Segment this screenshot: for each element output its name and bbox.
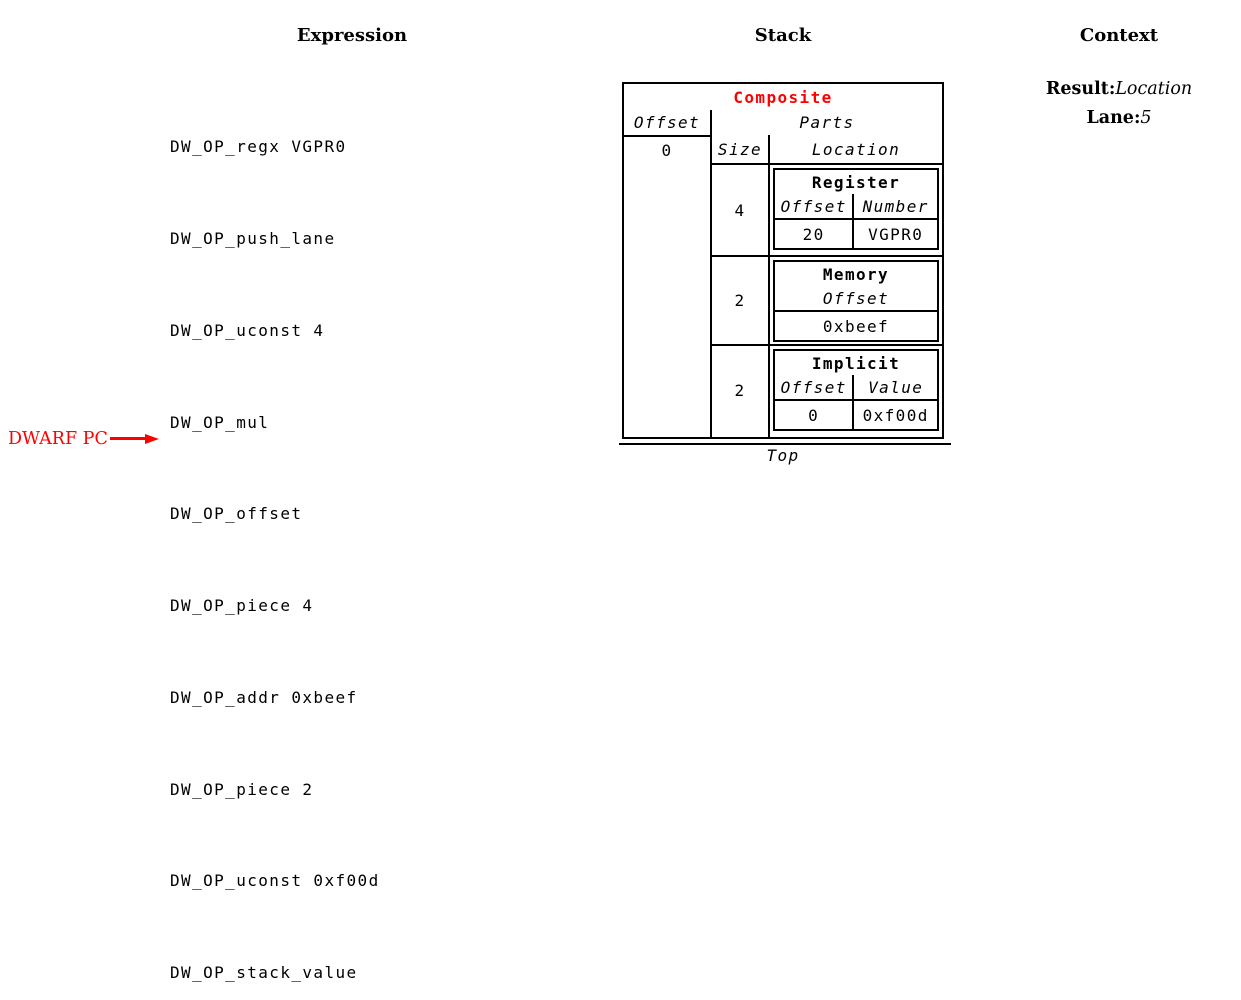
part-row-register: 4 Register Offset 20 Number VGPR0 — [712, 165, 942, 255]
memory-offset-header: Offset — [822, 288, 890, 308]
part-size-value: 2 — [734, 291, 746, 310]
offset-parts-divider — [710, 110, 712, 437]
part-row-separator — [712, 344, 942, 346]
memory-offset-value: 0xbeef — [775, 310, 937, 340]
stack-column-title: Stack — [754, 25, 812, 46]
part-size-value: 4 — [734, 200, 746, 220]
part-row-separator — [712, 255, 942, 257]
context-column-title: Context — [1079, 25, 1159, 46]
register-offset-header: Offset — [780, 196, 847, 216]
opcode-line: DW_OP_uconst 0xf00d — [170, 871, 380, 891]
dwarf-pc-arrow-icon — [144, 433, 159, 444]
register-location-table: Register Offset 20 Number VGPR0 — [773, 168, 939, 250]
opcode-line: DW_OP_uconst 4 — [170, 320, 325, 340]
stack-top-rule — [619, 443, 951, 445]
implicit-title: Implicit — [811, 353, 901, 373]
opcode-line: DW_OP_push_lane — [170, 228, 336, 248]
composite-parts-header: Parts — [799, 113, 855, 132]
register-number-value: VGPR0 — [854, 218, 937, 248]
part-row-implicit: 2 Implicit Offset 0 Value 0xf00d — [712, 346, 942, 435]
part-size-value: 2 — [734, 381, 746, 400]
register-offset-value: 20 — [775, 218, 853, 248]
parts-size-header: Size — [717, 139, 763, 159]
implicit-value-value: 0xf00d — [854, 399, 937, 429]
memory-title: Memory — [822, 264, 890, 284]
offset-header-rule — [624, 135, 710, 137]
expression-opcode-list: DW_OP_regx VGPR0 DW_OP_push_lane DW_OP_u… — [170, 71, 380, 1000]
expression-column-title: Expression — [296, 25, 408, 46]
dwarf-pc-label: DWARF PC — [8, 428, 108, 449]
implicit-location-table: Implicit Offset 0 Value 0xf00d — [773, 349, 939, 431]
dwarf-pc-arrow-line — [109, 437, 145, 440]
composite-offset-header: Offset — [633, 113, 701, 132]
implicit-value-header: Value — [868, 377, 924, 397]
size-location-divider — [768, 135, 770, 437]
composite-title: Composite — [733, 87, 833, 107]
context-result-label: Result: — [1045, 79, 1116, 99]
stack-top-label: Top — [766, 446, 800, 465]
composite-offset-value: 0 — [661, 140, 673, 160]
opcode-line: DW_OP_addr 0xbeef — [170, 687, 358, 707]
context-result-line: Result:Location — [1000, 79, 1238, 99]
register-number-header: Number — [862, 196, 929, 216]
opcode-line: DW_OP_piece 4 — [170, 596, 314, 616]
parts-subheader-rule — [712, 163, 942, 165]
implicit-offset-header: Offset — [780, 377, 847, 397]
context-lane-label: Lane: — [1086, 108, 1141, 128]
context-result-value: Location — [1115, 79, 1193, 99]
register-title: Register — [811, 172, 901, 192]
implicit-offset-value: 0 — [775, 399, 853, 429]
opcode-line: DW_OP_piece 2 — [170, 779, 314, 799]
parts-location-header: Location — [811, 139, 901, 159]
context-lane-line: Lane:5 — [1000, 108, 1238, 128]
memory-location-table: Memory Offset 0xbeef — [773, 260, 939, 342]
stack-composite-table: Composite Offset 0 Parts Size Location 4… — [622, 82, 944, 439]
opcode-line: DW_OP_regx VGPR0 — [170, 137, 347, 157]
dwarf-pc-indicator: DWARF PC — [8, 428, 159, 449]
context-lane-value: 5 — [1140, 108, 1152, 128]
opcode-line: DW_OP_mul — [170, 412, 270, 432]
opcode-line: DW_OP_stack_value — [170, 963, 358, 983]
opcode-line: DW_OP_offset — [170, 504, 303, 524]
part-row-memory: 2 Memory Offset 0xbeef — [712, 257, 942, 344]
